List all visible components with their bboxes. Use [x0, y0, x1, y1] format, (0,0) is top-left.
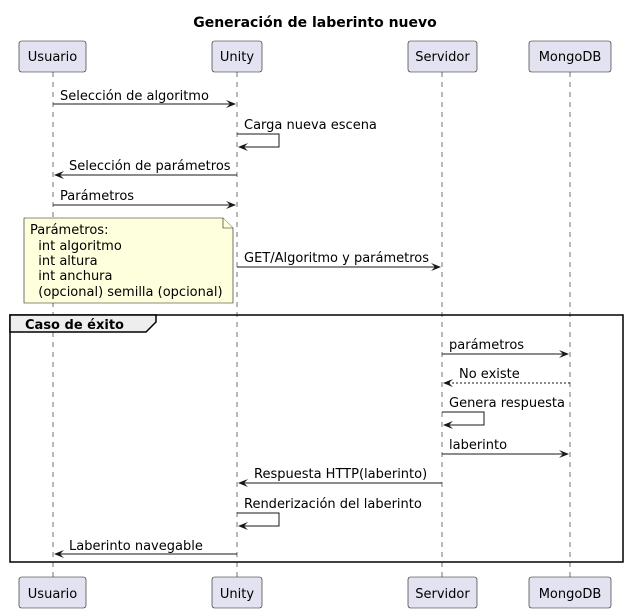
participant-usuario-top: Usuario [18, 40, 87, 73]
message-label-3: Parámetros [60, 189, 134, 204]
parameters-note: Parámetros: int algoritmo int altura int… [23, 217, 234, 304]
participant-label: Unity [220, 587, 254, 602]
message-label-6: No existe [459, 367, 520, 382]
participant-unity-bottom: Unity [211, 576, 263, 609]
self-message-line [237, 512, 280, 527]
participant-servidor-bottom: Servidor [407, 576, 478, 609]
message-label-7: Genera respuesta [449, 396, 565, 411]
arrowhead [226, 100, 236, 108]
arrowhead [559, 350, 569, 358]
messages: Selección de algoritmo Carga nueva escen… [53, 89, 570, 558]
participant-mongodb-top: MongoDB [528, 40, 612, 73]
message-label-4: GET/Algoritmo y parámetros [244, 251, 429, 266]
note-line: Parámetros: [30, 223, 108, 238]
participant-label: Usuario [28, 50, 77, 65]
arrowhead [226, 201, 236, 209]
participant-label: Servidor [415, 50, 470, 65]
fragment-label: Caso de éxito [25, 318, 124, 333]
participant-label: MongoDB [539, 50, 602, 65]
arrowhead [54, 171, 64, 179]
note-line: int anchura [30, 269, 113, 284]
participant-label: Servidor [415, 587, 470, 602]
success-case-fragment: Caso de éxito [9, 314, 624, 563]
message-label-8: laberinto [449, 438, 507, 453]
arrowhead [238, 143, 248, 151]
participant-servidor-top: Servidor [407, 40, 478, 73]
participant-mongodb-bottom: MongoDB [528, 576, 612, 609]
message-label-5: parámetros [449, 338, 524, 353]
message-label-2: Selección de parámetros [69, 159, 231, 174]
arrowhead [238, 522, 248, 530]
note-line: int algoritmo [30, 239, 122, 254]
participant-label: Usuario [28, 587, 77, 602]
arrowhead [54, 550, 64, 558]
participant-label: Unity [220, 50, 254, 65]
participant-label: MongoDB [539, 587, 602, 602]
arrowhead [443, 379, 453, 387]
diagram-title: Generación de laberinto nuevo [193, 15, 437, 31]
arrowhead [238, 479, 248, 487]
arrowhead [443, 421, 453, 429]
message-label-11: Laberinto navegable [69, 539, 203, 554]
message-label-9: Respuesta HTTP(laberinto) [254, 467, 427, 482]
note-line: int altura [30, 254, 98, 269]
self-message-line [442, 411, 485, 426]
participant-unity-top: Unity [211, 40, 263, 73]
participant-usuario-bottom: Usuario [18, 576, 87, 609]
arrowhead [431, 263, 441, 271]
self-message-line [237, 133, 280, 148]
message-label-1: Carga nueva escena [244, 118, 377, 133]
arrowhead [559, 450, 569, 458]
message-label-10: Renderización del laberinto [244, 497, 422, 512]
message-label-0: Selección de algoritmo [60, 89, 209, 104]
note-line: (opcional) semilla (opcional) [30, 285, 223, 300]
